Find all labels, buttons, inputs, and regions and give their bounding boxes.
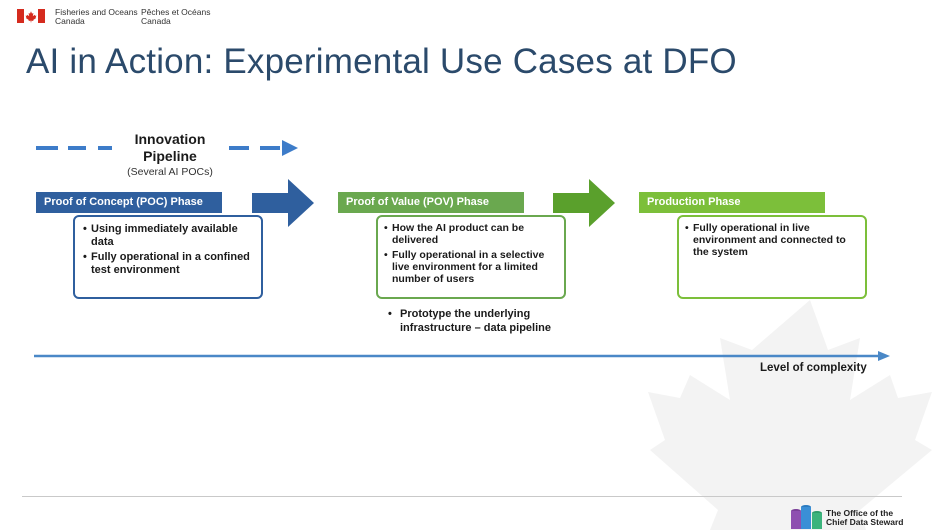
poc-bullet: Fully operational in a confined test env… — [83, 251, 253, 276]
pov-bullet: Fully operational in a selective live en… — [384, 249, 558, 285]
pov-bullet: How the AI product can be delivered — [384, 222, 558, 246]
poc-bullet: Using immediately available data — [83, 223, 253, 248]
pipeline-dash — [260, 146, 280, 150]
pipeline-dash — [229, 146, 249, 150]
department-name-english: Fisheries and Oceans Canada — [55, 7, 138, 26]
complexity-axis-label: Level of complexity — [760, 362, 867, 374]
poc-phase-label: Proof of Concept (POC) Phase — [36, 192, 222, 213]
ocds-logo-text: The Office of the Chief Data Steward — [826, 508, 904, 527]
ocds-logo-icon — [791, 505, 822, 529]
pipeline-dash — [68, 146, 86, 150]
pipeline-title: Innovation Pipeline — [134, 131, 206, 164]
pov-phase-details: How the AI product can be delivered Full… — [376, 215, 566, 299]
production-phase-details: Fully operational in live environment an… — [677, 215, 867, 299]
pipeline-subtitle: (Several AI POCs) — [127, 166, 213, 178]
canada-flag-icon — [17, 9, 45, 23]
pov-extra-bullet: Prototype the underlying infrastructure … — [384, 307, 590, 335]
production-phase-label: Production Phase — [639, 192, 825, 213]
pipeline-dash — [98, 146, 112, 150]
pov-to-production-arrow-icon — [553, 179, 615, 227]
footer-divider — [22, 496, 902, 497]
pov-phase-label: Proof of Value (POV) Phase — [338, 192, 524, 213]
pipeline-arrowhead-icon — [282, 140, 298, 156]
department-name-french: Pêches et Océans Canada — [141, 7, 211, 26]
slide-title: AI in Action: Experimental Use Cases at … — [26, 42, 737, 81]
pipeline-dash — [36, 146, 58, 150]
complexity-axis-arrow — [34, 351, 890, 361]
poc-phase-details: Using immediately available data Fully o… — [73, 215, 263, 299]
poc-to-pov-arrow-icon — [252, 179, 314, 227]
maple-leaf-watermark-icon — [648, 300, 932, 530]
production-bullet: Fully operational in live environment an… — [685, 222, 859, 258]
